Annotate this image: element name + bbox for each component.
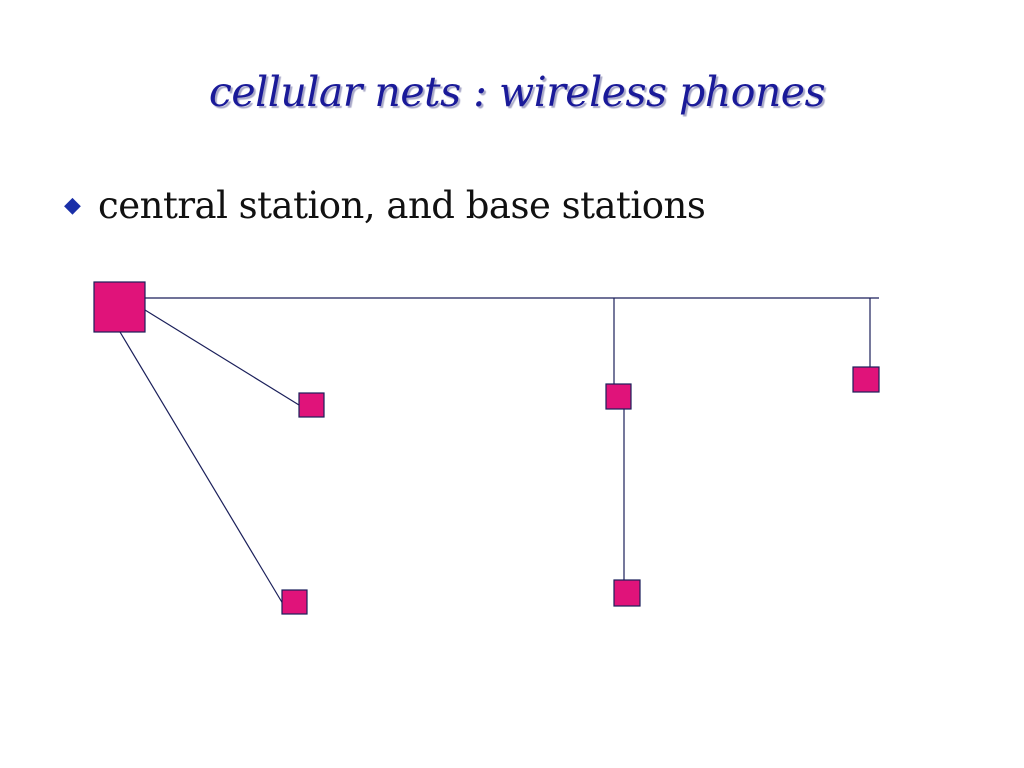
base-station-node-1 bbox=[298, 392, 325, 418]
base-station-node-2 bbox=[281, 589, 308, 615]
bullet-item: ◆ central station, and base stations bbox=[64, 180, 706, 230]
base-station-node-4 bbox=[613, 579, 641, 607]
base-station-node-5 bbox=[852, 366, 880, 393]
edge-central-to-base-1 bbox=[144, 309, 300, 406]
base-station-node-3 bbox=[605, 383, 632, 410]
bullet-text: central station, and base stations bbox=[98, 183, 706, 227]
edge-central-to-base-2 bbox=[119, 331, 284, 605]
central-station-node bbox=[93, 281, 146, 333]
diamond-bullet-icon: ◆ bbox=[64, 193, 81, 218]
slide-title: cellular nets : wireless phones bbox=[208, 68, 826, 116]
